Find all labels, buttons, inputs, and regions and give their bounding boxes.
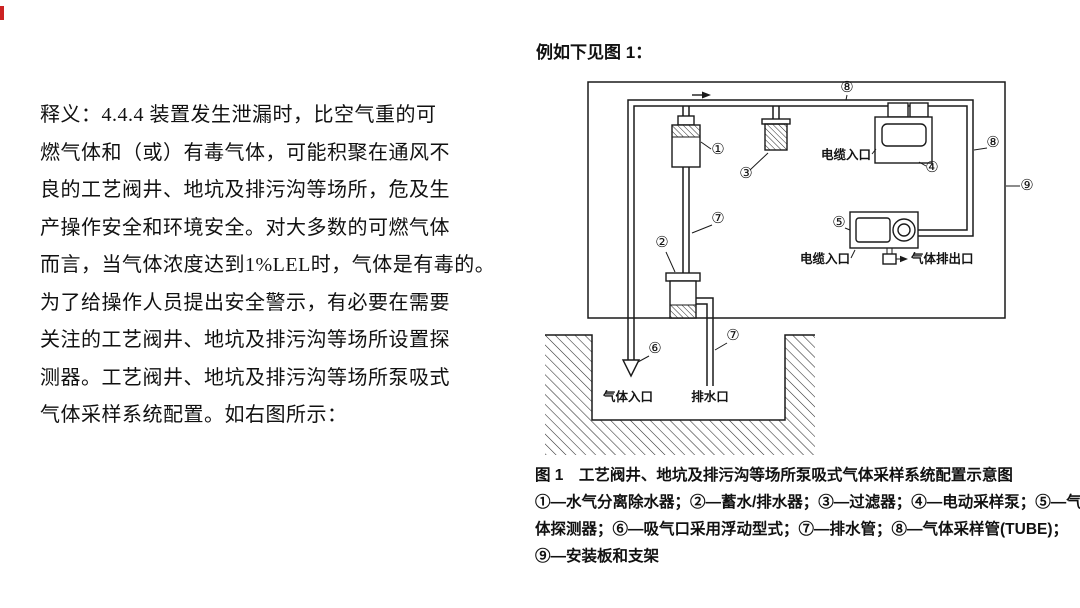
leader-line <box>637 355 650 363</box>
callout-6: ⑥ <box>648 340 661 357</box>
callout-8b: ⑧ <box>986 134 999 151</box>
callout-1: ① <box>711 141 724 158</box>
leader-line <box>918 161 927 167</box>
page-corner-mark <box>0 6 4 20</box>
callout-4: ④ <box>925 159 938 176</box>
flow-arrow <box>692 91 711 99</box>
pit-outline <box>545 334 815 421</box>
text-line: 产操作安全和环境安全。对大多数的可燃气体 <box>40 216 450 239</box>
leader-line <box>665 251 676 273</box>
text-line: 良的工艺阀井、地坑及排污沟等场所，危及生 <box>40 179 450 201</box>
callouts: ① ② ③ ④ ⑤ ⑥ ⑦ ⑦ ⑧ ⑧ ⑨ <box>637 79 1034 363</box>
text-line: 关注的工艺阀井、地坑及排污沟等场所设置探 <box>40 329 450 351</box>
electric-sampling-pump <box>874 102 933 164</box>
callout-3: ③ <box>739 165 752 182</box>
figure-legend-line: ①—水气分离除水器；②—蓄水/排水器；③—过滤器；④—电动采样泵；⑤—气 <box>535 494 1080 511</box>
leader-line <box>973 147 988 151</box>
gas-outlet-label: 气体排出口 <box>910 251 974 266</box>
mounting-board-outline <box>587 81 1006 319</box>
water-gas-separator <box>671 115 701 168</box>
callout-9: ⑨ <box>1020 177 1033 194</box>
figure-1-diagram: 气体排出口 电缆入口 电缆入口 气体入口 排水口 ① ② ③ ④ ⑤ ⑥ ⑦ <box>545 79 1034 455</box>
leader-line <box>749 152 769 171</box>
text-line: 而言，当气体浓度达到1%LEL时，气体是有毒的。 <box>40 254 496 276</box>
text-line: 气体采样系统配置。如右图所示： <box>40 404 348 426</box>
drain-outlet-label: 排水口 <box>691 389 729 404</box>
figure-caption-title: 图 1 工艺阀井、地坑及排污沟等场所泵吸式气体采样系统配置示意图 <box>535 467 1013 484</box>
cable-entry-detector-label: 电缆入口 <box>800 251 850 266</box>
interpretation-paragraph: 释义：4.4.4 装置发生泄漏时，比空气重的可 燃气体和（或）有毒气体，可能积聚… <box>40 97 525 435</box>
text-line: 释义：4.4.4 装置发生泄漏时，比空气重的可 <box>40 104 437 126</box>
gas-outlet: 气体排出口 <box>896 251 974 266</box>
leader-line <box>691 224 713 234</box>
floating-suction-port <box>621 359 641 378</box>
ground-hatch <box>545 335 815 455</box>
leader-line <box>714 342 728 351</box>
callout-8a: ⑧ <box>840 79 853 96</box>
text-line: 测器。工艺阀井、地坑及排污沟等场所泵吸式 <box>40 366 450 389</box>
callout-5: ⑤ <box>832 214 845 231</box>
figure-intro: 例如下见图 1： <box>536 43 653 62</box>
sampling-pipes <box>627 99 974 386</box>
gas-inlet-label: 气体入口 <box>602 389 653 404</box>
water-storage-drainer <box>665 272 701 319</box>
gas-detector <box>849 211 919 265</box>
figure-caption: 图 1 工艺阀井、地坑及排污沟等场所泵吸式气体采样系统配置示意图 ①—水气分离除… <box>535 462 1080 570</box>
figure-legend-line: ⑨—安装板和支架 <box>535 548 660 565</box>
text-line: 为了给操作人员提出安全警示，有必要在需要 <box>40 291 450 314</box>
leader-line <box>700 141 712 150</box>
callout-2: ② <box>655 234 668 251</box>
leader-line <box>845 94 848 101</box>
leader-line <box>871 148 877 155</box>
leader-line <box>844 227 851 231</box>
filter <box>761 118 791 151</box>
leader-line <box>850 249 856 259</box>
callout-7a: ⑦ <box>711 210 724 227</box>
cable-entry-pump-label: 电缆入口 <box>821 147 871 162</box>
figure-legend-line: 体探测器；⑥—吸气口采用浮动型式；⑦—排水管；⑧—气体采样管(TUBE)； <box>535 521 1069 538</box>
callout-7b: ⑦ <box>726 327 739 344</box>
text-line: 燃气体和（或）有毒气体，可能积聚在通风不 <box>40 141 450 164</box>
